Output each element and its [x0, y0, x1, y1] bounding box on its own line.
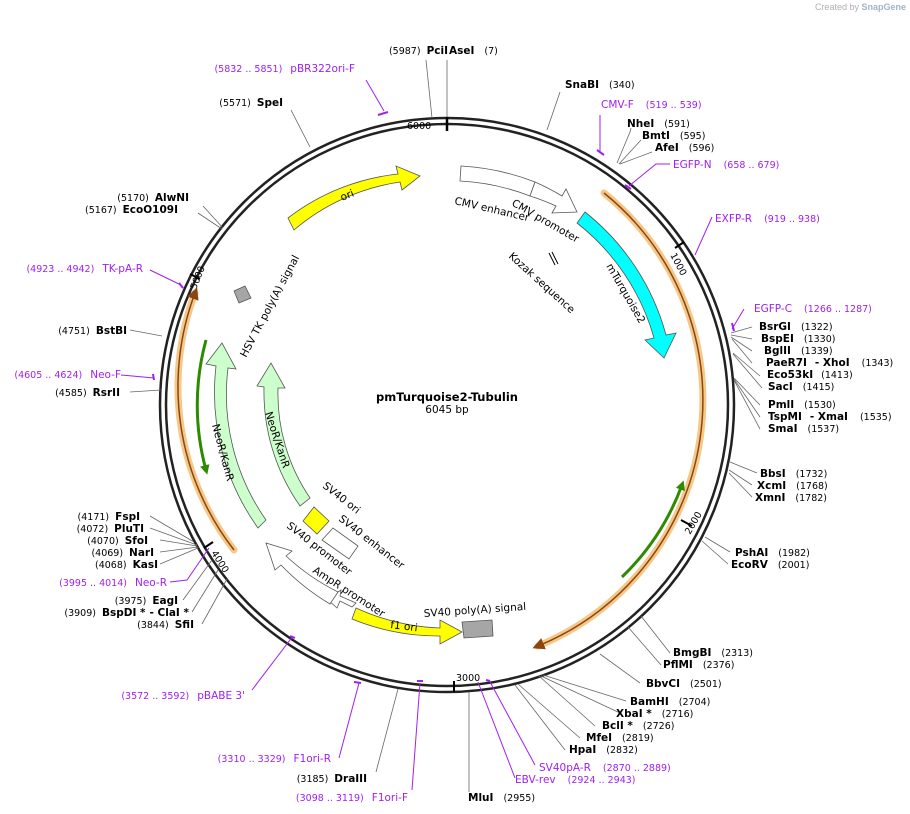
primer-label: (3995 .. 4014)Neo-R — [59, 577, 167, 589]
site-label: (3909)BspDI *- ClaI * — [64, 607, 189, 619]
site-label: AseI(7) — [449, 45, 498, 57]
primer-label: EGFP-C(1266 .. 1287) — [754, 303, 872, 315]
site-label: BmgBI(2313) — [673, 647, 753, 659]
orf-tracks — [174, 189, 707, 650]
credit-prefix: Created by — [814, 2, 859, 12]
site-label: EcoRV(2001) — [731, 559, 809, 571]
feature-label-hsv-tk-polya: HSV TK poly(A) signal — [238, 253, 302, 359]
snapgene-credit: Created by SnapGene — [815, 2, 906, 12]
site-label: HpaI(2832) — [569, 744, 638, 756]
site-label: (4751)BstBI — [58, 325, 127, 337]
site-label: PshAI(1982) — [735, 547, 810, 559]
site-label: SnaBI(340) — [565, 79, 635, 91]
site-label: AfeI(596) — [655, 142, 714, 154]
feature-label-f1-ori: f1 ori — [390, 619, 419, 634]
site-label: (4585)RsrII — [55, 387, 120, 399]
site-label: (4069)NarI — [91, 547, 154, 559]
site-label: BclI *(2726) — [602, 720, 674, 732]
primer-leaders — [120, 79, 745, 791]
site-label: (5987)PciI — [389, 45, 448, 57]
site-label: (5571)SpeI — [219, 97, 283, 109]
primer-labels: (5832 .. 5851)pBR322ori-F CMV-F(519 .. 5… — [14, 63, 872, 804]
site-label: TspMI- XmaI(1535) — [768, 411, 892, 423]
feature-f1-ori: f1 ori — [351, 607, 463, 645]
plasmid-name: pmTurquoise2-Tubulin — [376, 390, 518, 404]
primer-label: (4923 .. 4942)TK-pA-R — [26, 263, 143, 275]
site-label: (4070)SfoI — [87, 535, 148, 547]
site-label: (3185)DraIII — [297, 773, 367, 785]
site-label: PflMI(2376) — [663, 659, 734, 671]
site-label: MluI(2955) — [468, 792, 535, 804]
site-label: SacI(1415) — [768, 381, 834, 393]
primer-label: (5832 .. 5851)pBR322ori-F — [214, 63, 355, 75]
site-label: (4072)PluTI — [77, 523, 144, 535]
feature-label-sv40-polya: SV40 poly(A) signal — [423, 601, 526, 620]
primer-label: (3310 .. 3329)F1ori-R — [218, 753, 331, 765]
site-label: (4068)KasI — [95, 559, 158, 571]
site-label: XcmI(1768) — [757, 480, 828, 492]
site-label: NheI(591) — [627, 118, 690, 130]
feature-cmv-enhancer: CMV enhancer — [453, 165, 536, 224]
primer-label: (4605 .. 4624)Neo-F — [14, 369, 121, 381]
feature-label-ori: ori — [339, 188, 356, 204]
site-label: BmtI(595) — [642, 130, 705, 142]
site-label: (3975)EagI — [115, 595, 178, 607]
site-label: MfeI(2819) — [586, 732, 654, 744]
site-label: BamHI(2704) — [630, 696, 710, 708]
primer-label: (3098 .. 3119)F1ori-F — [296, 792, 408, 804]
primer-label: CMV-F(519 .. 539) — [601, 99, 702, 111]
site-label: Eco53kI(1413) — [767, 369, 853, 381]
primer-label: EBV-rev(2924 .. 2943) — [515, 774, 636, 786]
site-label: BbsI(1732) — [760, 468, 827, 480]
site-label: PmlI(1530) — [768, 399, 836, 411]
plasmid-title: pmTurquoise2-Tubulin 6045 bp — [376, 390, 518, 416]
feature-ori: ori — [287, 165, 421, 231]
site-label: PaeR7I- XhoI(1343) — [766, 357, 893, 369]
feature-neokanr-outer: NeoR/KanR — [205, 342, 267, 529]
feature-neokanr-inner: NeoR/KanR — [256, 362, 311, 507]
tick-label-6000: 6000 — [407, 121, 431, 132]
feature-label-sv40-ori: SV40 ori — [320, 480, 362, 517]
primer-label: SV40pA-R(2870 .. 2889) — [539, 762, 671, 774]
plasmid-length: 6045 bp — [425, 404, 469, 416]
feature-mturquoise2: mTurquoise2 — [576, 211, 677, 359]
feature-kozak: Kozak sequence — [506, 250, 577, 316]
feature-label-kozak: Kozak sequence — [506, 250, 577, 316]
site-label: (4171)FspI — [78, 511, 140, 523]
site-label: XbaI *(2716) — [616, 708, 693, 720]
site-label: BglII(1339) — [764, 345, 833, 357]
site-label: BbvCI(2501) — [646, 678, 722, 690]
site-label: (5170)AlwNI — [117, 192, 189, 204]
tick-label-5000: 5000 — [189, 265, 208, 292]
snapgene-logo: SnapGene — [861, 2, 906, 12]
tick-label-3000: 3000 — [456, 673, 480, 684]
site-labels: (5987)PciI AseI(7) SnaBI(340) NheI(591) … — [55, 45, 893, 804]
site-label: BsrGI(1322) — [759, 321, 833, 333]
site-label: SmaI(1537) — [768, 423, 839, 435]
site-label: (5167)EcoO109I — [85, 204, 178, 216]
feature-hsv-tk-polya: HSV TK poly(A) signal — [233, 253, 302, 359]
primer-label: (3572 .. 3592)pBABE 3' — [121, 690, 245, 702]
site-label: BspEI(1330) — [761, 333, 835, 345]
primer-label: EGFP-N(658 .. 679) — [673, 159, 779, 171]
feature-sv40-polya: SV40 poly(A) signal — [423, 601, 527, 639]
site-leaders — [129, 59, 763, 792]
site-label: XmnI(1782) — [755, 492, 827, 504]
primer-label: EXFP-R(919 .. 938) — [715, 213, 820, 225]
site-label: (3844)SfiI — [137, 619, 194, 631]
